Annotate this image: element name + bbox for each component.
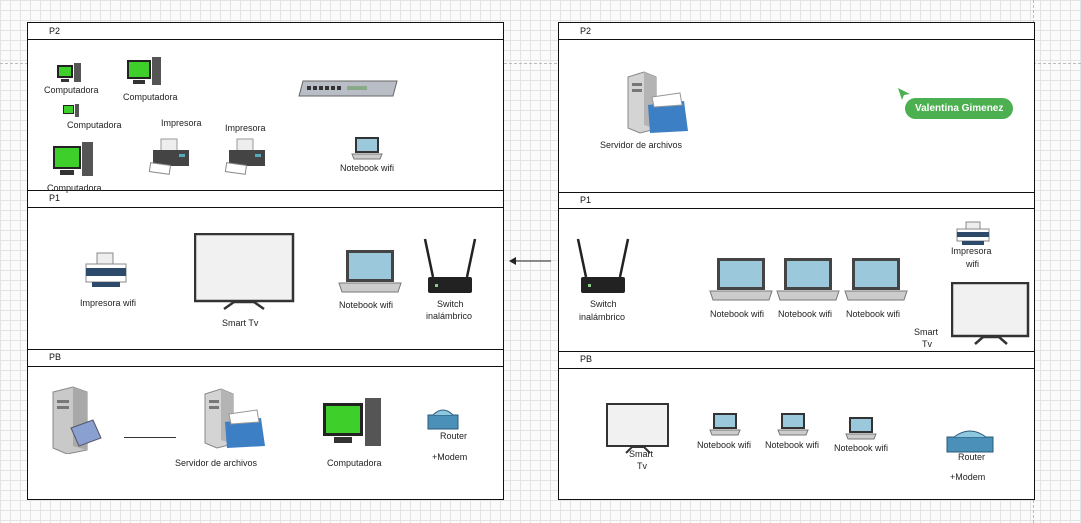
notebook-icon[interactable] [351, 136, 383, 161]
wireless-switch-label: inalámbrico [579, 312, 626, 322]
floor-divider [558, 192, 1034, 193]
notebook-icon[interactable] [338, 249, 402, 294]
file-server-label: Servidor de archivos [600, 140, 683, 150]
file-server-icon[interactable] [203, 388, 267, 450]
printer-label: Impresora [225, 123, 266, 133]
computer-label: Computadora [44, 85, 99, 95]
floor-divider [27, 349, 503, 350]
smart-tv-icon[interactable] [606, 403, 670, 455]
wireless-switch-label: inalámbrico [426, 311, 473, 321]
arrow-connector [508, 255, 552, 267]
notebook-label: Notebook wifi [339, 300, 394, 310]
notebook-label: Notebook wifi [765, 440, 820, 450]
smart-tv-label: Tv [922, 339, 932, 349]
notebook-icon[interactable] [776, 257, 840, 302]
file-server-label: Servidor de archivos [175, 458, 258, 468]
server-icon[interactable] [47, 386, 103, 454]
floor-divider [558, 368, 1034, 369]
smart-tv-label: Tv [637, 461, 647, 471]
printer-wifi-icon[interactable] [955, 221, 991, 247]
connection-line [124, 437, 176, 438]
smart-tv-label: Smart [629, 449, 654, 459]
printer-wifi-label: Impresora [951, 246, 992, 256]
floor-label-pb: PB [49, 352, 62, 362]
printer-icon[interactable] [223, 138, 269, 176]
notebook-icon[interactable] [777, 412, 809, 437]
wireless-switch-label: Switch [590, 299, 617, 309]
router-icon[interactable] [427, 407, 459, 432]
printer-wifi-label: wifi [966, 259, 979, 269]
router-label: Router [440, 431, 468, 441]
smart-tv-icon[interactable] [194, 233, 296, 313]
computer-label: Computadora [47, 183, 102, 193]
computer-icon[interactable] [322, 397, 382, 449]
cursor-pointer-icon [897, 87, 911, 101]
notebook-icon[interactable] [844, 257, 908, 302]
notebook-icon[interactable] [709, 257, 773, 302]
printer-wifi-icon[interactable] [83, 252, 129, 290]
floor-label-p1: P1 [580, 195, 592, 205]
modem-label: +Modem [950, 472, 986, 482]
computer-icon[interactable] [52, 141, 94, 179]
printer-label: Impresora [161, 118, 202, 128]
computer-label: Computadora [327, 458, 382, 468]
guide-line [0, 63, 1081, 64]
computer-icon[interactable] [126, 56, 162, 88]
notebook-label: Notebook wifi [834, 443, 889, 453]
modem-label: +Modem [432, 452, 468, 462]
wireless-switch-label: Switch [437, 299, 464, 309]
floor-divider [558, 351, 1034, 352]
notebook-label: Notebook wifi [846, 309, 901, 319]
floor-label-p1: P1 [49, 193, 61, 203]
floor-divider [27, 190, 503, 191]
computer-label: Computadora [123, 92, 178, 102]
computer-icon[interactable] [56, 62, 82, 84]
router-label: Router [958, 452, 986, 462]
notebook-label: Notebook wifi [778, 309, 833, 319]
floor-divider [27, 39, 503, 40]
notebook-label: Notebook wifi [710, 309, 765, 319]
user-badge[interactable]: Valentina Gimenez [905, 98, 1014, 119]
computer-label: Computadora [67, 120, 122, 130]
router-icon[interactable] [946, 427, 994, 455]
floor-label-pb: PB [580, 354, 593, 364]
notebook-icon[interactable] [709, 412, 741, 437]
floor-label-p2: P2 [49, 26, 61, 36]
computer-icon[interactable] [62, 103, 80, 118]
floor-label-p2: P2 [580, 26, 592, 36]
smart-tv-label: Smart Tv [222, 318, 259, 328]
wireless-switch-icon[interactable] [576, 237, 630, 297]
notebook-label: Notebook wifi [340, 163, 395, 173]
floor-divider [558, 39, 1034, 40]
smart-tv-icon[interactable] [951, 282, 1031, 346]
floor-divider [27, 207, 503, 208]
floor-divider [27, 366, 503, 367]
printer-wifi-label: Impresora wifi [80, 298, 137, 308]
notebook-label: Notebook wifi [697, 440, 752, 450]
network-switch-icon[interactable] [297, 78, 401, 100]
printer-icon[interactable] [147, 138, 193, 176]
floor-divider [558, 208, 1034, 209]
notebook-icon[interactable] [845, 416, 877, 441]
wireless-switch-icon[interactable] [423, 237, 477, 297]
smart-tv-label: Smart [914, 327, 939, 337]
file-server-icon[interactable] [626, 71, 690, 135]
